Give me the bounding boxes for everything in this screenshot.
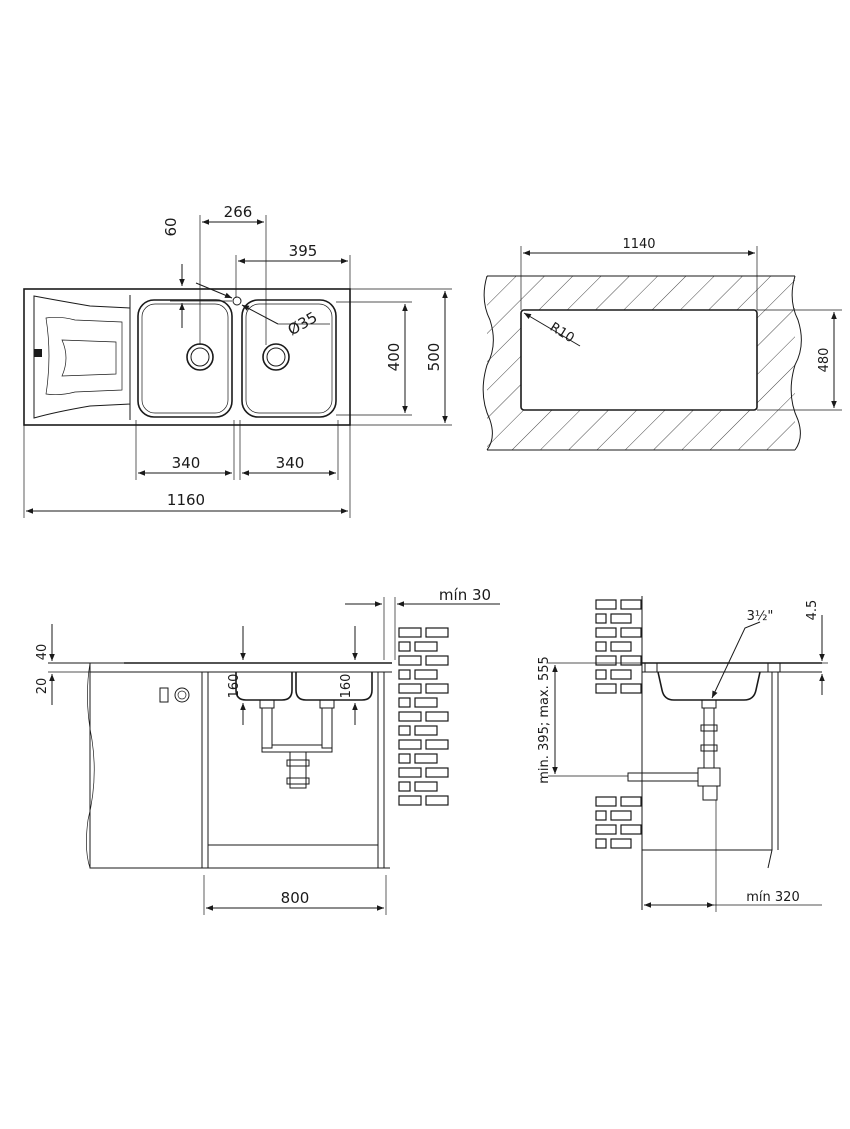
dim-tap-hole: Ø35 (285, 308, 321, 339)
dim-bowl-right: 340 (276, 454, 305, 472)
brick (610, 641, 632, 652)
drain-hole-right-icon (262, 343, 290, 371)
drainboard-groove-inner (61, 339, 117, 377)
brick (398, 683, 422, 694)
brick (610, 838, 632, 849)
brick (595, 627, 617, 638)
brick (620, 599, 642, 610)
brick (595, 655, 617, 666)
brick (620, 627, 642, 638)
brick (425, 711, 449, 722)
brick (398, 641, 411, 652)
drain-side (627, 699, 721, 801)
tap-hole-icon (232, 296, 242, 306)
dim-cutout-radius: R10 (547, 320, 577, 346)
brick (620, 824, 642, 835)
brick (610, 810, 632, 821)
brick (398, 697, 411, 708)
brick (610, 613, 632, 624)
overflow-icon (34, 349, 42, 357)
brick (414, 725, 438, 736)
dim-wall-clearance-side: mín 320 (746, 890, 799, 905)
brick (398, 753, 411, 764)
brick (595, 599, 617, 610)
brick (425, 655, 449, 666)
dim-bowl-spacing: 395 (289, 242, 318, 260)
brick (398, 655, 422, 666)
front-break (86, 662, 95, 869)
brick (398, 669, 411, 680)
brick (398, 767, 422, 778)
bowl-left (137, 299, 233, 418)
bowl-front-right (295, 672, 373, 701)
dim-bowl-depth: 400 (385, 343, 403, 372)
dim-bowl-depth-right: 160 (339, 674, 354, 699)
tap-front-icon (174, 687, 190, 703)
cutout-break-left (482, 275, 494, 451)
bowl-right (241, 299, 337, 418)
brick (425, 739, 449, 750)
dim-width-overall: 1160 (167, 491, 205, 509)
brick (414, 669, 438, 680)
brick (620, 655, 642, 666)
dim-depth-overall: 500 (425, 343, 443, 372)
brick (595, 838, 607, 849)
brick (398, 739, 422, 750)
brick (398, 725, 411, 736)
brick (610, 669, 632, 680)
drain-trap (259, 699, 335, 789)
dim-cutout-depth: 480 (817, 348, 832, 373)
dim-tap-edge: 60 (162, 217, 180, 236)
cutout-break-right (790, 275, 802, 451)
drainboard-groove (45, 316, 123, 396)
brick (595, 824, 617, 835)
brick (595, 641, 607, 652)
brick (414, 641, 438, 652)
brick (425, 683, 449, 694)
top-view: 1160 340 340 500 400 266 395 60 (23, 203, 452, 518)
dim-tap-offset: 266 (224, 203, 253, 221)
overflow-front-icon (159, 687, 169, 703)
brick (425, 627, 449, 638)
brick (398, 795, 422, 806)
brick (595, 810, 607, 821)
side-brick-wall-top (595, 599, 642, 694)
dim-thickness-top: 40 (35, 644, 50, 661)
brick (595, 683, 617, 694)
dim-drain-size: 3½" (747, 609, 774, 624)
dim-bowl-left: 340 (172, 454, 201, 472)
cutout-view: 1140 480 R10 (482, 237, 842, 451)
countertop-hatch (487, 276, 795, 450)
brick (595, 669, 607, 680)
dim-thickness-bottom: 20 (35, 678, 50, 695)
bowl-side (657, 671, 761, 701)
cutout-opening (520, 309, 758, 411)
front-view: 800 mín 30 160 160 40 20 (35, 586, 500, 915)
dim-cabinet-width: 800 (281, 889, 310, 907)
front-brick-wall (398, 627, 449, 806)
dim-cutout-width: 1140 (622, 237, 655, 252)
brick (414, 753, 438, 764)
brick (398, 627, 422, 638)
brick (595, 796, 617, 807)
side-view: 3½" 4.5 min. 395; max. 555 mín 320 (537, 596, 828, 912)
brick (425, 795, 449, 806)
dim-wall-clearance-front: mín 30 (439, 586, 491, 604)
brick (595, 613, 607, 624)
brick (398, 711, 422, 722)
brick (620, 796, 642, 807)
brick (425, 767, 449, 778)
dim-height-range: min. 395; max. 555 (537, 656, 552, 784)
dim-bowl-depth-left: 160 (227, 674, 242, 699)
brick (414, 781, 438, 792)
bowl-front-left (235, 672, 293, 701)
side-brick-wall-bottom (595, 796, 642, 849)
dim-rim: 4.5 (805, 600, 820, 621)
brick (414, 697, 438, 708)
brick (620, 683, 642, 694)
drainboard (33, 295, 131, 419)
brick (398, 781, 411, 792)
